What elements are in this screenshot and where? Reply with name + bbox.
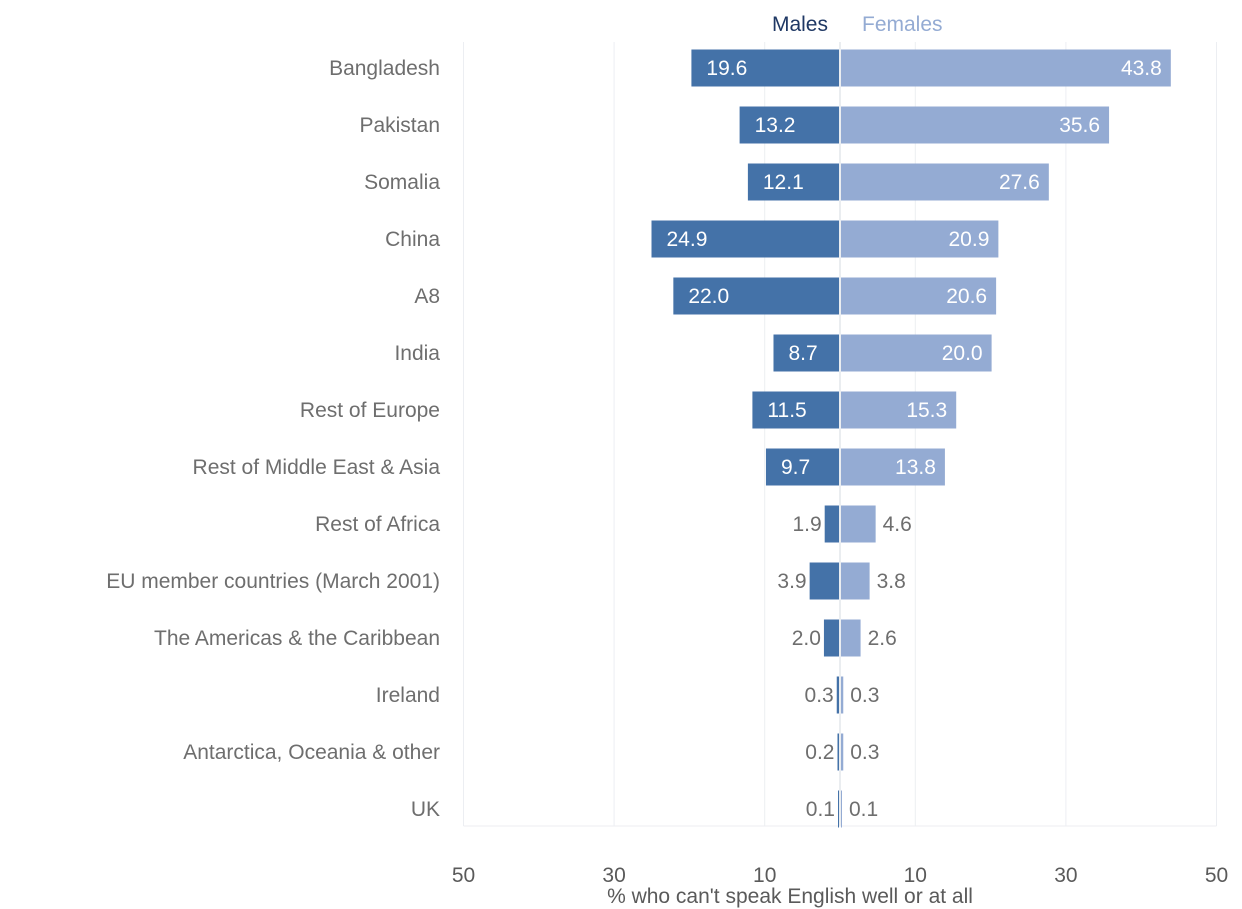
data-label-males: 12.1: [763, 171, 804, 194]
data-label-females: 20.6: [946, 285, 987, 308]
bar-males: [823, 619, 839, 657]
bar-males: [752, 391, 839, 429]
data-label-males: 24.9: [667, 228, 708, 251]
x-axis-title: % who can't speak English well or at all: [607, 885, 973, 908]
data-label-males: 11.5: [767, 399, 806, 422]
bar-females: [841, 163, 1049, 201]
bar-males: [824, 505, 839, 543]
bar-females: [841, 676, 844, 714]
data-label-males: 9.7: [781, 456, 810, 479]
bar-females: [841, 448, 945, 486]
data-label-males: 8.7: [788, 342, 817, 365]
category-label: Rest of Middle East & Asia: [193, 456, 441, 479]
data-label-females: 35.6: [1059, 114, 1100, 137]
data-label-females: 43.8: [1121, 57, 1162, 80]
data-label-females: 20.9: [949, 228, 990, 251]
data-label-males: 22.0: [688, 285, 729, 308]
data-label-females: 0.3: [850, 741, 879, 764]
bar-males: [747, 163, 839, 201]
category-label: Rest of Africa: [315, 513, 440, 536]
bar-males: [809, 562, 839, 600]
category-label: Rest of Europe: [300, 399, 440, 422]
bar-males: [651, 220, 839, 258]
bars: [651, 49, 1171, 828]
bar-females: [841, 106, 1110, 144]
legend-males: Males: [772, 13, 828, 36]
bar-males: [837, 733, 839, 771]
category-label: China: [385, 228, 440, 251]
data-label-females: 15.3: [906, 399, 947, 422]
data-label-males: 0.1: [806, 798, 835, 821]
category-label: UK: [411, 798, 440, 821]
category-label: Antarctica, Oceania & other: [183, 741, 440, 764]
data-label-females: 0.3: [850, 684, 879, 707]
category-label: Bangladesh: [329, 57, 440, 80]
bar-females: [841, 49, 1171, 87]
x-tick-label: 30: [602, 864, 625, 887]
data-label-males: 19.6: [706, 57, 747, 80]
data-labels: 19.6 43.8 13.2 35.6 12.1 27.6 24.9 20.9 22.0 20.6…: [667, 57, 1162, 821]
bar-females: [841, 277, 997, 315]
bar-females: [841, 790, 842, 828]
legend: Males Females: [772, 13, 943, 36]
bar-females: [841, 220, 999, 258]
bar-males: [739, 106, 839, 144]
data-label-males: 1.9: [792, 513, 821, 536]
data-label-females: 4.6: [883, 513, 912, 536]
data-label-males: 2.0: [792, 627, 821, 650]
bar-females: [841, 733, 844, 771]
category-labels: BangladeshPakistanSomaliaChinaA8IndiaRes…: [106, 57, 440, 821]
legend-females: Females: [862, 13, 943, 36]
bar-females: [841, 619, 861, 657]
x-tick-label: 10: [904, 864, 927, 887]
data-label-females: 20.0: [942, 342, 983, 365]
x-tick-label: 10: [753, 864, 776, 887]
x-tick-label: 30: [1054, 864, 1077, 887]
category-label: India: [394, 342, 440, 365]
data-label-males: 13.2: [755, 114, 796, 137]
bar-males: [765, 448, 839, 486]
grid-lines: [463, 42, 1217, 827]
category-label: A8: [414, 285, 440, 308]
bar-females: [841, 562, 870, 600]
data-label-females: 13.8: [895, 456, 936, 479]
data-label-males: 3.9: [777, 570, 806, 593]
bar-females: [841, 505, 876, 543]
category-label: Pakistan: [359, 114, 440, 137]
data-label-males: 0.2: [805, 741, 834, 764]
data-label-females: 2.6: [868, 627, 897, 650]
data-label-females: 3.8: [877, 570, 906, 593]
bar-females: [841, 334, 992, 372]
bar-males: [773, 334, 839, 372]
bar-males: [838, 790, 839, 828]
category-label: Ireland: [376, 684, 440, 707]
category-label: EU member countries (March 2001): [106, 570, 440, 593]
bar-males: [691, 49, 839, 87]
x-tick-label: 50: [452, 864, 475, 887]
data-label-females: 27.6: [999, 171, 1040, 194]
data-label-females: 0.1: [849, 798, 878, 821]
bar-males: [673, 277, 839, 315]
bar-males: [836, 676, 839, 714]
bar-females: [841, 391, 957, 429]
category-label: The Americas & the Caribbean: [154, 627, 440, 650]
x-tick-label: 50: [1205, 864, 1228, 887]
x-tick-labels: 50 30 10 10 30 50: [452, 864, 1228, 887]
data-label-males: 0.3: [805, 684, 834, 707]
category-label: Somalia: [364, 171, 440, 194]
